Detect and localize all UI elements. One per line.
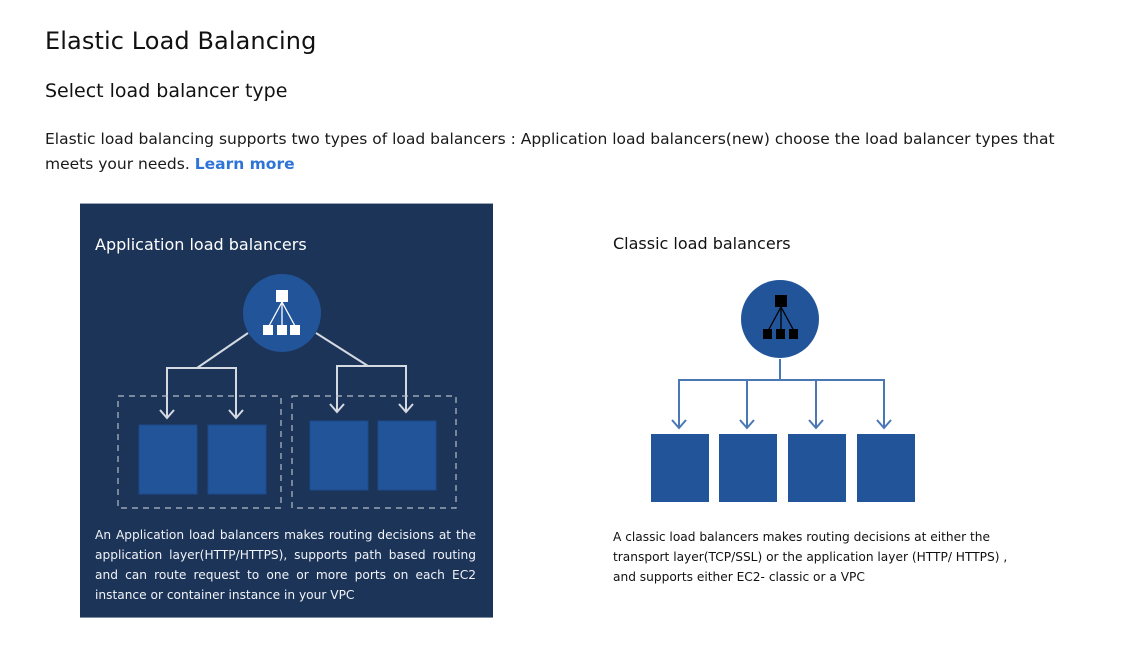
target-instance (207, 424, 267, 495)
target-group-2 (291, 395, 457, 509)
network-hierarchy-icon (763, 295, 798, 339)
target-instance (788, 434, 846, 502)
target-instance (857, 434, 915, 502)
application-lb-description: An Application load balancers makes rout… (95, 528, 476, 602)
target-instance (138, 424, 198, 495)
application-lb-card[interactable]: Application load balancers An Applicatio… (80, 203, 493, 618)
network-hierarchy-icon (263, 290, 300, 335)
section-subtitle: Select load balancer type (45, 80, 288, 102)
intro-text: Elastic load balancing supports two type… (45, 130, 1055, 173)
application-lb-diagram (117, 274, 457, 509)
classic-lb-title: Classic load balancers (613, 234, 791, 253)
target-instance (309, 420, 369, 491)
intro-paragraph: Elastic load balancing supports two type… (45, 127, 1105, 177)
target-group-1 (117, 395, 282, 509)
classic-lb-connectors (671, 359, 892, 430)
classic-lb-node (741, 280, 819, 358)
application-lb-connectors (159, 332, 414, 420)
target-instance (651, 434, 709, 502)
classic-lb-diagram (651, 280, 915, 502)
application-lb-title: Application load balancers (95, 235, 307, 254)
target-instance (719, 434, 777, 502)
page-title: Elastic Load Balancing (45, 27, 317, 55)
target-instance (377, 420, 437, 491)
classic-lb-description: A classic load balancers makes routing d… (613, 530, 1008, 584)
learn-more-link[interactable]: Learn more (194, 155, 295, 173)
